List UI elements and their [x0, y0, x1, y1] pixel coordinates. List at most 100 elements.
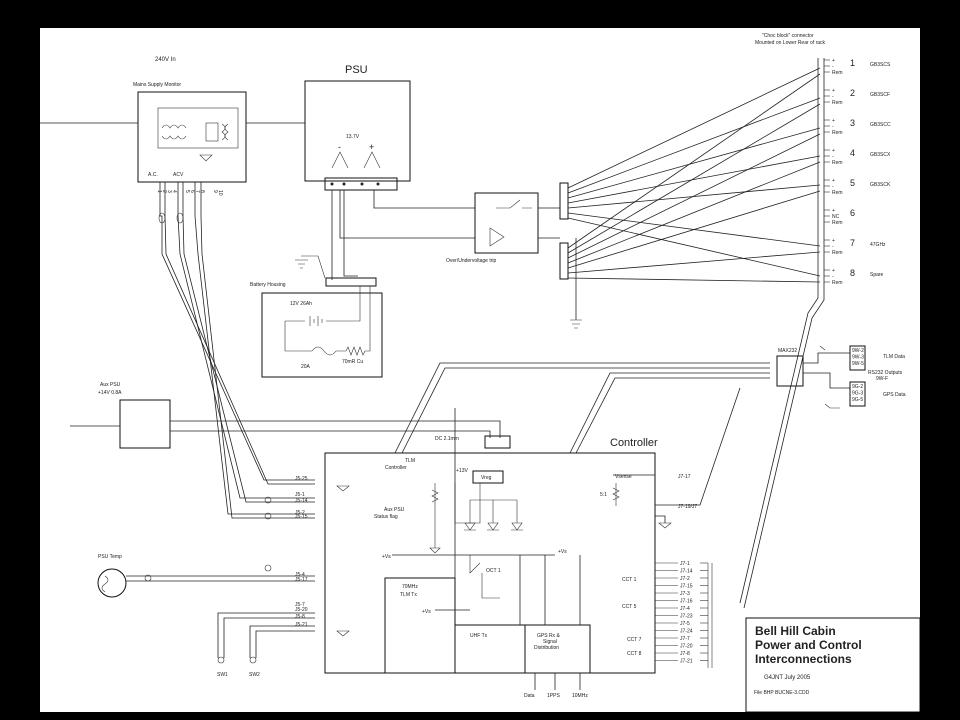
wire — [655, 515, 666, 523]
title-line-3: Interconnections — [755, 652, 852, 666]
shunt-resistor-icon — [336, 286, 371, 356]
return-from-ch4 — [567, 161, 821, 264]
tlm-tx-label-2: TLM Tx — [400, 592, 417, 598]
controller-pin-label: J5-25 — [295, 476, 308, 482]
psu-temp-label: PSU Temp — [98, 554, 122, 560]
channel-name: Spare — [870, 272, 884, 278]
out-10mhz-label: 10MHz — [572, 693, 588, 699]
return-from-ch5 — [567, 190, 821, 269]
trip-comparator-icon — [489, 227, 505, 247]
mains-pin-number: 4 — [171, 190, 177, 193]
controller-pin-label: J5-4 — [295, 572, 305, 578]
connector-outline — [739, 58, 819, 604]
cct7-label: CCT 7 — [627, 637, 642, 643]
return-from-ch3 — [567, 133, 821, 259]
feed-to-ch1 — [567, 67, 821, 189]
trip-box — [474, 192, 539, 254]
mains-pin-number: 10 — [217, 190, 223, 196]
channel-number: 8 — [850, 268, 855, 278]
max232-box — [776, 355, 804, 387]
wire — [454, 483, 481, 524]
channel-row-label: - — [832, 94, 834, 100]
rs232-label-1: RS232 Outputs — [868, 370, 903, 376]
controller-pin-label: J5-15 — [295, 514, 308, 520]
mains-cable-6 — [200, 182, 315, 519]
chocblock-label-1: "Choc block" connector — [762, 33, 814, 39]
ground-icon — [336, 630, 350, 637]
title-line-1: Bell Hill Cabin — [755, 624, 836, 638]
rs232-pin-label: 9G-3 — [852, 391, 863, 397]
psu-negative-wire — [339, 190, 475, 239]
mains-cable-1 — [159, 182, 315, 481]
rs232-label-2: 9W-F — [876, 376, 888, 382]
sw1-wire — [223, 617, 315, 658]
aux-status-label-2: Status flag — [374, 514, 398, 520]
channel-row-label: + — [832, 208, 835, 214]
controller-pin-label: J5-20 — [295, 607, 308, 613]
channel-row-label: NC — [832, 214, 840, 220]
sw2-connector — [249, 656, 257, 664]
channel-number: 4 — [850, 148, 855, 158]
tlm-tx-box — [384, 577, 456, 674]
controller-pin-label: J7-7 — [680, 636, 690, 642]
channel-name: GB3SCK — [870, 182, 891, 188]
channel-row-label: Rem — [832, 280, 843, 286]
author-date: G4JNT July 2005 — [764, 675, 811, 681]
controller-left-pins: J5-25J5-1J5-14J5-2J5-15J5-4J5-17J5-7J5-2… — [295, 476, 308, 628]
controller-pin-label: J7-8 — [680, 651, 690, 657]
mains-pin-number: 6 — [189, 190, 195, 193]
psu-terminal-plus — [363, 151, 381, 169]
battery-housing-box — [261, 292, 383, 378]
plus13v-label: +13V — [456, 468, 468, 474]
sw1-wire — [217, 612, 315, 658]
vs-tx-label: +Vs — [422, 609, 431, 615]
controller-right-pins: J7-1J7-14J7-2J7-15J7-3J7-16J7-4J7-23J7-5… — [655, 561, 713, 668]
gps-data-label: GPS Data — [883, 392, 906, 398]
channel-row-label: Rem — [832, 220, 843, 226]
feed-to-ch3 — [567, 127, 821, 199]
psu-terminal-block — [324, 177, 398, 191]
channel-row-label: + — [832, 178, 835, 184]
gps-label-1: GPS Rx & — [537, 633, 560, 639]
channel-row-label: - — [832, 274, 834, 280]
controller-pin-label: J5-14 — [295, 498, 308, 504]
sw2-label: SW2 — [249, 672, 260, 678]
controller-pin-label: J7-1 — [680, 561, 690, 567]
feed-to-ch5 — [567, 184, 821, 209]
ratio-label: 5:1 — [600, 492, 607, 498]
return-from-ch8 — [567, 277, 821, 283]
controller-switch-icon — [469, 555, 500, 599]
ground-icon — [429, 547, 441, 554]
battery-label: 12V 26Ah — [290, 301, 312, 307]
tlm-tx-label-1: 70MHz — [402, 584, 418, 590]
battery-wire-left — [284, 321, 312, 352]
cct1-label: CCT 1 — [622, 577, 637, 583]
vreg-box — [472, 470, 504, 484]
cable-clamp — [264, 512, 272, 520]
channel-row-label: - — [832, 184, 834, 190]
channel-number: 7 — [850, 238, 855, 248]
battery-housing-label: Battery Housing — [250, 282, 286, 288]
rs232-pin-label: 9G-5 — [852, 397, 863, 403]
cable-clamp — [158, 212, 166, 224]
dc-jack-box — [484, 435, 511, 449]
sw2-wire — [249, 625, 315, 658]
controller-pin-label: J7-24 — [680, 629, 693, 635]
channel-row-label: + — [832, 58, 835, 64]
psu-voltage-label: 13.7V — [346, 134, 360, 140]
psu-terminal-minus — [331, 151, 349, 169]
tlm-controller-label-1: TLM — [405, 458, 415, 464]
feed-to-ch8 — [567, 217, 821, 277]
mains-pin-number: 3 — [166, 190, 172, 193]
file-label: File BHP BUCNE-3.CDD — [754, 690, 810, 696]
battery-terminal-block — [325, 277, 377, 287]
gps-box — [524, 624, 591, 674]
vsense-label: Vsense — [615, 474, 632, 480]
connector-ground-icon — [819, 345, 840, 409]
gps-label-3: Distribution — [534, 645, 559, 651]
wire — [803, 352, 850, 364]
return-from-ch7 — [567, 251, 821, 274]
